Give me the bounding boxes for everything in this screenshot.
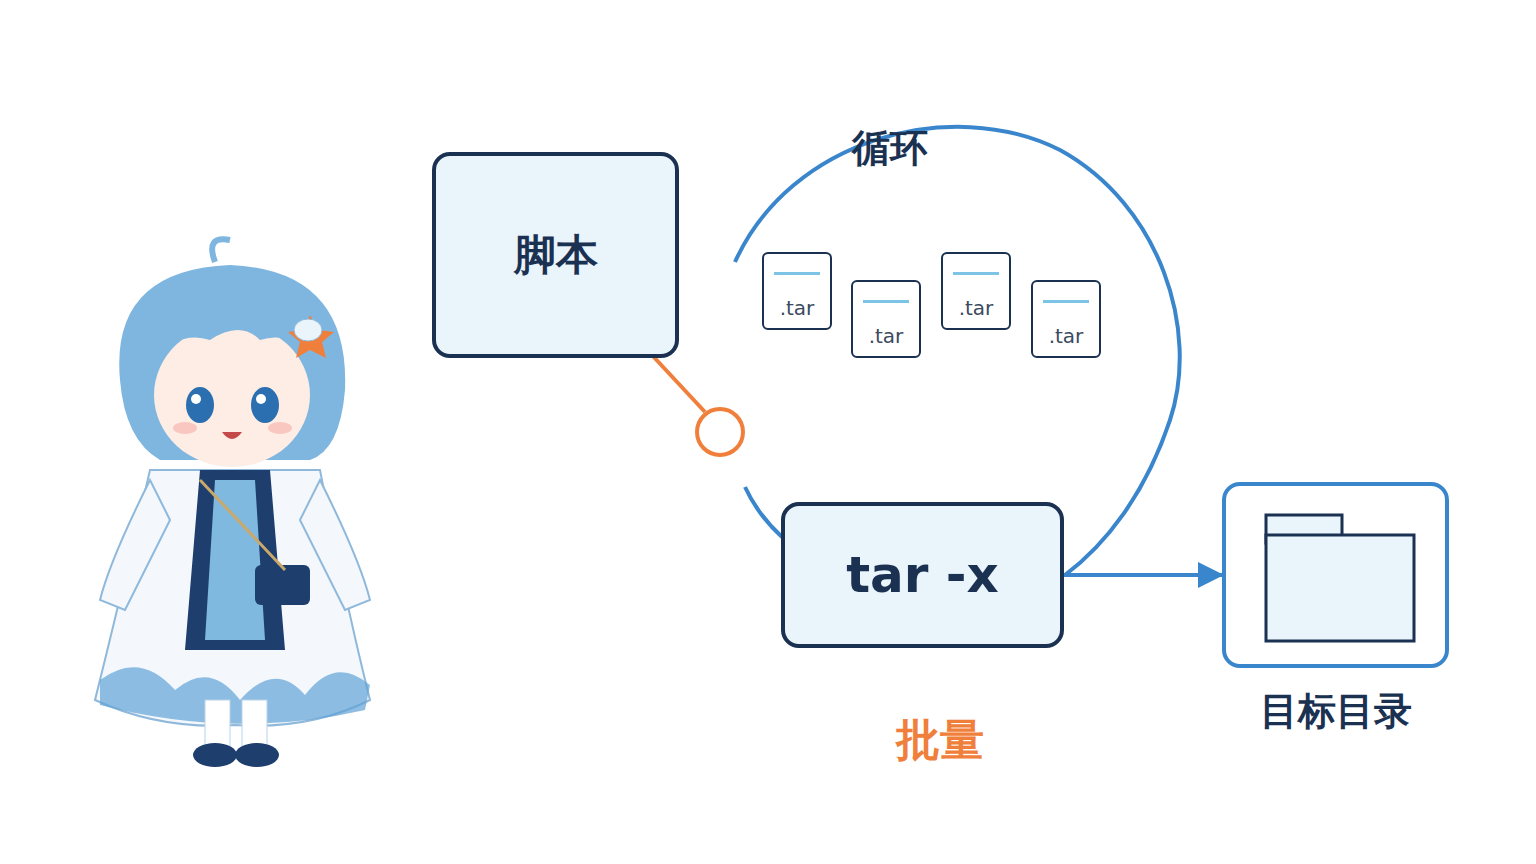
annotation-label: 循环 [852, 123, 928, 174]
hook-circle [697, 409, 743, 455]
character-illustration [95, 239, 370, 767]
node-label: .tar [869, 324, 904, 348]
node-label: tar -x [846, 546, 999, 604]
file-line [1043, 300, 1089, 303]
file-line [774, 272, 820, 275]
node-label: .tar [1049, 324, 1084, 348]
node-label: 脚本 [514, 227, 598, 283]
command-box: tar -x [781, 502, 1064, 648]
tar-file: .tar [851, 280, 921, 358]
flow-arrow [1064, 573, 1222, 577]
annotation-label: 批量 [896, 711, 984, 770]
tar-file: .tar [941, 252, 1011, 330]
loop-arc [745, 487, 782, 537]
target-folder: 目标目录 [1222, 482, 1449, 668]
folder-icon [1256, 505, 1416, 645]
file-line [863, 300, 909, 303]
tar-file: .tar [762, 252, 832, 330]
script-box: 脚本 [432, 152, 679, 358]
file-line [953, 272, 999, 275]
folder-label: 目标目录 [1186, 686, 1485, 737]
node-label: .tar [959, 296, 994, 320]
node-label: .tar [780, 296, 815, 320]
tar-file: .tar [1031, 280, 1101, 358]
